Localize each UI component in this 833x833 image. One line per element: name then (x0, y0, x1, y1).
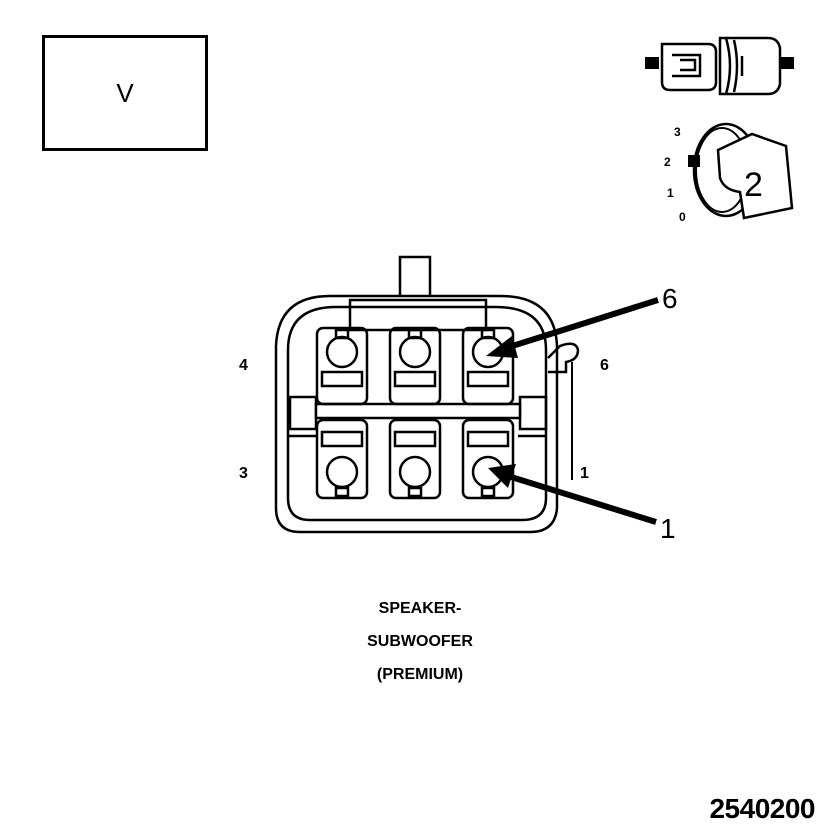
caption-line-1: SPEAKER- (378, 600, 462, 617)
terminal-6 (461, 326, 515, 406)
pin-label-1: 1 (580, 465, 589, 482)
callout-label-6: 6 (662, 283, 678, 314)
caption-line-3: (PREMIUM) (376, 666, 464, 683)
figure-number: 2540200 (709, 793, 815, 824)
lock-scale-1: 1 (667, 186, 674, 200)
lock-position-indicator: 3 2 1 0 2 (664, 122, 794, 224)
lock-scale-0: 0 (679, 210, 686, 224)
caption-line-2: SUBWOOFER (367, 633, 473, 650)
lock-scale-2: 2 (664, 155, 671, 169)
terminal-1 (461, 418, 515, 500)
callout-arrow-6 (486, 297, 659, 358)
lock-position-value: 2 (744, 166, 763, 204)
terminal-2 (388, 418, 442, 500)
connector-face (274, 255, 580, 534)
terminal-3 (315, 418, 369, 500)
pin-label-3: 3 (239, 465, 248, 482)
view-indicator-box: V (42, 35, 208, 151)
pin-label-6: 6 (600, 357, 609, 374)
callout-label-1: 1 (660, 513, 676, 544)
connector-mating-icon (645, 36, 794, 96)
callout-arrow-1 (488, 464, 657, 525)
view-label: V (116, 77, 134, 108)
lock-scale-3: 3 (674, 125, 681, 139)
pin-label-4: 4 (239, 357, 248, 374)
terminal-5 (388, 326, 442, 406)
connector-caption: SPEAKER- SUBWOOFER (PREMIUM) (270, 592, 570, 691)
terminal-4 (315, 326, 369, 406)
